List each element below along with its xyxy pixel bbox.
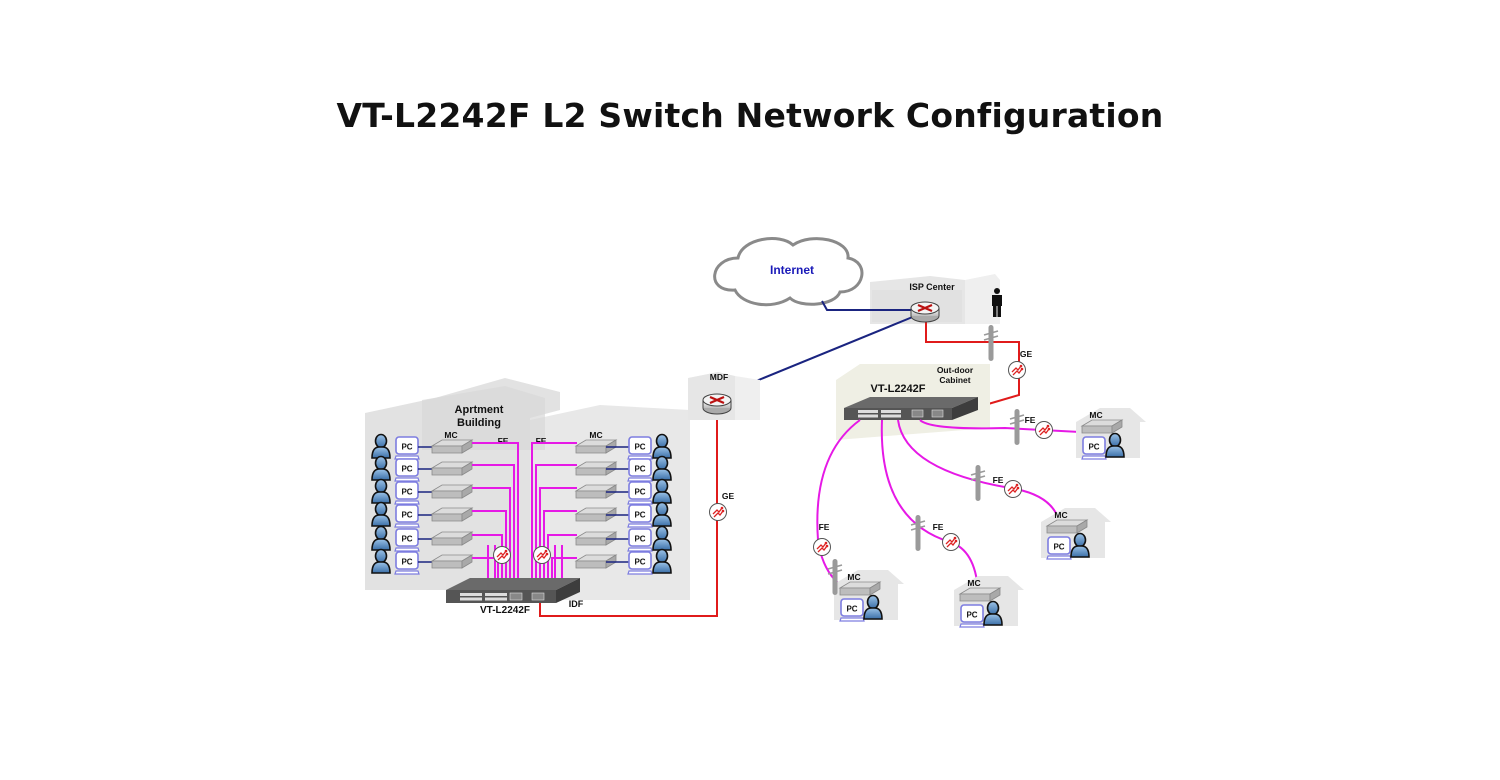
pc-label: PC <box>634 535 645 544</box>
fe-label-right: FE <box>536 436 547 446</box>
pc-label: PC <box>966 611 977 620</box>
house-1: MC PC <box>1076 408 1146 460</box>
pc-label: PC <box>401 465 412 474</box>
idf-label: IDF <box>569 599 584 609</box>
internet-label: Internet <box>770 263 814 277</box>
fe-label: FE <box>933 522 944 532</box>
isp-ge-repeater-icon <box>1007 360 1027 380</box>
fe-repeater-icon <box>1003 479 1023 499</box>
pc-label: PC <box>401 535 412 544</box>
media-converter-icon <box>431 461 473 476</box>
pc-label: PC <box>846 605 857 614</box>
fe-label: FE <box>819 522 830 532</box>
pc-label: PC <box>634 511 645 520</box>
media-converter-icon <box>431 507 473 522</box>
fe-repeater-icon-left <box>492 545 512 565</box>
media-converter-icon <box>431 531 473 546</box>
idf-switch-label: VT-L2242F <box>480 605 530 616</box>
fe-repeater-icon-right <box>532 545 552 565</box>
outdoor-cabinet: Out-door Cabinet VT-L2242F <box>836 364 990 440</box>
pc-label: PC <box>1053 543 1064 552</box>
pc-label: PC <box>401 488 412 497</box>
internet-cloud: Internet <box>713 237 864 307</box>
fe-line <box>531 442 577 578</box>
media-converter-icon <box>431 439 473 454</box>
mdf-router-icon <box>701 392 733 416</box>
fe-line-house-1 <box>919 419 1081 433</box>
media-converter-icon <box>431 554 473 569</box>
media-converter-icon <box>1046 519 1088 534</box>
fe-line <box>472 487 511 578</box>
idf-switch: VT-L2242F IDF <box>446 578 584 616</box>
cloud-icon <box>713 237 864 307</box>
apartment-row-left: PC <box>371 478 511 578</box>
fe-label: FE <box>993 475 1004 485</box>
internet-to-isp-link <box>821 300 913 311</box>
apartment-label-line2: Building <box>457 417 501 429</box>
media-converter-icon <box>431 484 473 499</box>
media-converter-icon <box>839 581 881 596</box>
fe-line-house-3 <box>880 419 979 591</box>
isp-center: ISP Center <box>870 274 1002 324</box>
pc-label: PC <box>401 443 412 452</box>
isp-label: ISP Center <box>909 282 955 292</box>
apartment-row-left: PC <box>371 433 519 578</box>
houses: MC PC FE MC PC FE MC PC FE MC PC FE <box>812 408 1146 628</box>
mdf-ge-repeater-icon <box>708 502 728 522</box>
isp-router-icon <box>909 300 941 324</box>
apartment-rows: PC PC PC PC PC PC PC PC PC PC PC PC <box>371 433 672 578</box>
fe-repeater-icon <box>941 532 961 552</box>
media-converter-icon <box>1081 419 1123 434</box>
page-title: VT-L2242F L2 Switch Network Configuratio… <box>336 96 1164 135</box>
pc-label: PC <box>401 511 412 520</box>
mc-label-left: MC <box>444 430 457 440</box>
apartment-row-right: PC <box>551 548 672 578</box>
isp-to-cabinet-ge-link <box>925 322 1020 408</box>
fe-line <box>535 464 577 578</box>
cabinet-label-line2: Cabinet <box>939 375 970 385</box>
cabinet-label-line1: Out-door <box>937 365 974 375</box>
house-4: MC PC <box>834 570 904 622</box>
mdf-label: MDF <box>710 372 728 382</box>
isp-ge-label: GE <box>1020 349 1033 359</box>
pole-icon <box>1009 408 1025 446</box>
mc-label: MC <box>967 578 980 588</box>
fe-repeater-icon <box>1034 420 1054 440</box>
fe-repeater-icon <box>812 537 832 557</box>
pc-label: PC <box>634 558 645 567</box>
fe-line-house-2 <box>897 419 1061 526</box>
mc-label: MC <box>1054 510 1067 520</box>
house-3: MC PC <box>954 576 1024 628</box>
media-converter-icon <box>959 587 1001 602</box>
house-2: MC PC <box>1041 508 1111 560</box>
fe-line <box>551 557 577 578</box>
pc-label: PC <box>634 465 645 474</box>
fe-line <box>472 464 515 578</box>
fe-label-left: FE <box>498 436 509 446</box>
pc-label: PC <box>1088 443 1099 452</box>
fe-line <box>472 442 519 578</box>
pc-label: PC <box>634 488 645 497</box>
mdf-ge-label: GE <box>722 491 735 501</box>
apartment-row-left: PC <box>371 455 515 578</box>
person-icon <box>992 288 1002 317</box>
mc-label-right: MC <box>589 430 602 440</box>
fe-label: FE <box>1025 415 1036 425</box>
pc-label: PC <box>401 558 412 567</box>
pc-label: PC <box>634 443 645 452</box>
apartment-row-right: PC <box>531 433 672 578</box>
mc-label: MC <box>847 572 860 582</box>
mc-label: MC <box>1089 410 1102 420</box>
cabinet-switch-label: VT-L2242F <box>870 383 925 395</box>
mdf-building: MDF <box>688 372 760 420</box>
apartment-row-right: PC <box>535 455 672 578</box>
apartment-label-line1: Aprtment <box>455 404 504 416</box>
